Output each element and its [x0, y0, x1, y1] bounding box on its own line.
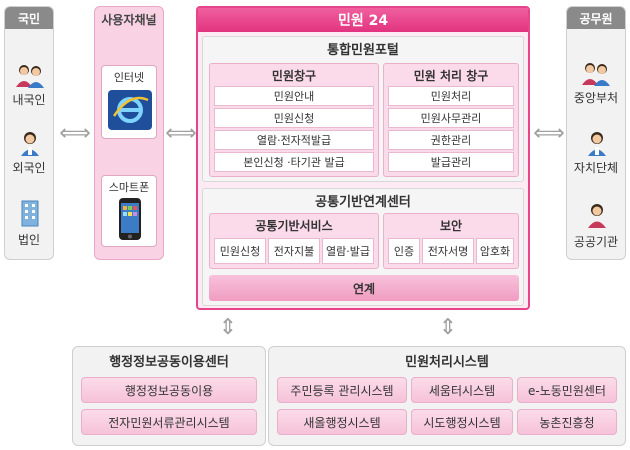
processing-system-item: 시도행정시스템: [411, 409, 513, 435]
processing-window-item: 민원사무관리: [388, 108, 514, 128]
internet-card: 인터넷: [101, 65, 157, 139]
infra-box: 공통기반연계센터 공통기반서비스 민원신청 전자지불 열람·발급 보안 인증 전…: [202, 188, 524, 306]
main-to-officials-arrow-icon: ⟺: [534, 122, 564, 146]
common-service-item: 열람·발급: [322, 238, 374, 264]
portal-box: 통합민원포털 민원창구 민원안내 민원신청 열람·전자적발급 본인신청 ·타기관…: [202, 36, 524, 182]
common-service-item: 전자지불: [268, 238, 320, 264]
foreigner-person-icon: [18, 131, 42, 157]
processing-system-item: 주민등록 관리시스템: [277, 377, 407, 403]
security-box: 보안 인증 전자서명 암호화: [383, 213, 519, 269]
citizen-panel: 국민 내국인 외국인 법인: [4, 6, 54, 260]
public-agency-label: 공공기관: [567, 233, 625, 249]
security-item: 인증: [388, 238, 420, 264]
common-service-title: 공통기반서비스: [210, 216, 378, 234]
civil-window-item: 민원안내: [214, 86, 374, 106]
smartphone-label: 스마트폰: [102, 180, 156, 194]
processing-window-item: 발급관리: [388, 152, 514, 172]
corporation-building-icon: [19, 199, 41, 227]
admin-info-item: 행정정보공동이용: [81, 377, 257, 403]
central-ministry-label: 중앙부처: [567, 89, 625, 105]
domestic-label: 내국인: [5, 91, 53, 107]
down-right-bidirectional-arrow-icon: ⇕: [436, 314, 460, 342]
local-government-person-icon: [585, 131, 609, 157]
infra-title: 공통기반연계센터: [203, 191, 523, 209]
internet-explorer-icon: [108, 90, 152, 130]
admin-info-item: 전자민원서류관리시스템: [81, 409, 257, 435]
processing-window-box: 민원 처리 창구 민원처리 민원사무관리 권한관리 발급관리: [383, 63, 519, 177]
admin-info-center-box: 행정정보공동이용센터 행정정보공동이용 전자민원서류관리시스템: [72, 346, 266, 446]
processing-window-item: 권한관리: [388, 130, 514, 150]
minwon24-title: 민원 24: [198, 8, 528, 32]
internet-label: 인터넷: [102, 70, 156, 84]
public-agency-person-icon: [585, 203, 609, 229]
processing-window-item: 민원처리: [388, 86, 514, 106]
civil-processing-system-box: 민원처리시스템 주민등록 관리시스템 세움터시스템 e-노동민원센터 새올행정시…: [268, 346, 626, 446]
processing-system-item: 세움터시스템: [411, 377, 513, 403]
citizen-panel-title: 국민: [5, 7, 53, 29]
civil-window-item: 열람·전자적발급: [214, 130, 374, 150]
civil-window-title: 민원창구: [210, 66, 378, 84]
processing-system-item: 새올행정시스템: [277, 409, 407, 435]
domestic-person-icon: [15, 63, 45, 89]
security-item: 전자서명: [422, 238, 474, 264]
minwon24-frame: 민원 24 통합민원포털 민원창구 민원안내 민원신청 열람·전자적발급 본인신…: [196, 6, 530, 310]
corporation-label: 법인: [5, 231, 53, 247]
officials-panel: 공무원 중앙부처 자치단체 공공기관: [566, 6, 626, 260]
common-service-box: 공통기반서비스 민원신청 전자지불 열람·발급: [209, 213, 379, 269]
link-bar: 연계: [209, 275, 519, 301]
down-left-bidirectional-arrow-icon: ⇕: [216, 314, 240, 342]
left-bidirectional-arrow-icon: ⟺: [60, 122, 90, 146]
officials-panel-title: 공무원: [567, 7, 625, 29]
processing-window-title: 민원 처리 창구: [384, 66, 518, 84]
user-channel-panel: 사용자채널 인터넷 스마트폰: [94, 6, 164, 260]
security-item: 암호화: [476, 238, 514, 264]
civil-window-box: 민원창구 민원안내 민원신청 열람·전자적발급 본인신청 ·타기관 발급: [209, 63, 379, 177]
civil-window-item: 본인신청 ·타기관 발급: [214, 152, 374, 172]
smartphone-icon: [119, 198, 141, 240]
channel-to-main-arrow-icon: ⟺: [166, 122, 196, 146]
processing-system-item: e-노동민원센터: [517, 377, 617, 403]
security-title: 보안: [384, 216, 518, 234]
central-ministry-person-icon: [581, 61, 611, 87]
processing-system-item: 농촌진흥청: [517, 409, 617, 435]
common-service-item: 민원신청: [214, 238, 266, 264]
foreigner-label: 외국인: [5, 159, 53, 175]
portal-title: 통합민원포털: [203, 39, 523, 57]
admin-info-center-title: 행정정보공동이용센터: [73, 351, 265, 369]
user-channel-title: 사용자채널: [95, 7, 163, 31]
civil-processing-system-title: 민원처리시스템: [269, 351, 625, 369]
smartphone-card: 스마트폰: [101, 175, 157, 247]
civil-window-item: 민원신청: [214, 108, 374, 128]
local-government-label: 자치단체: [567, 159, 625, 175]
